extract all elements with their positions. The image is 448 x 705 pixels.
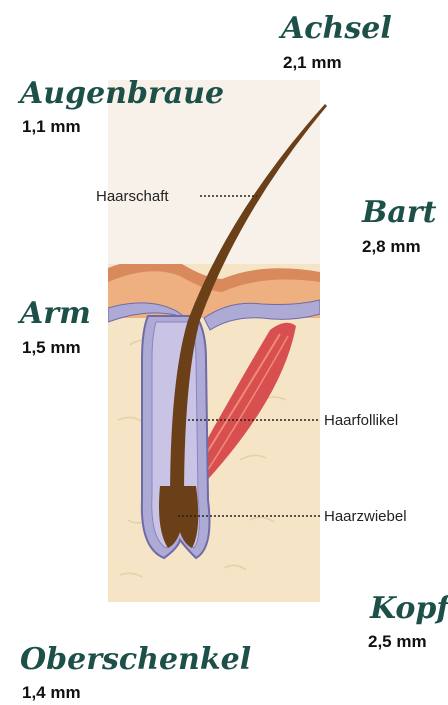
- callout-haarfollikel: Haarfollikel: [324, 413, 398, 428]
- region-augenbraue-value: 1,1 mm: [22, 118, 81, 135]
- region-oberschenkel-value: 1,4 mm: [22, 684, 81, 701]
- callout-haarzwiebel: Haarzwiebel: [324, 509, 407, 524]
- callout-haarschaft: Haarschaft: [96, 189, 169, 204]
- region-achsel-title: Achsel: [281, 14, 392, 44]
- region-augenbraue-title: Augenbraue: [20, 79, 224, 109]
- skin-cross-section: [108, 259, 320, 602]
- region-kopf-value: 2,5 mm: [368, 633, 427, 650]
- region-bart-value: 2,8 mm: [362, 238, 421, 255]
- region-achsel-value: 2,1 mm: [283, 54, 342, 71]
- region-kopf-title: Kopf: [370, 594, 448, 624]
- region-arm-value: 1,5 mm: [22, 339, 81, 356]
- region-arm-title: Arm: [20, 299, 91, 329]
- region-oberschenkel-title: Oberschenkel: [20, 645, 251, 675]
- region-bart-title: Bart: [362, 198, 436, 228]
